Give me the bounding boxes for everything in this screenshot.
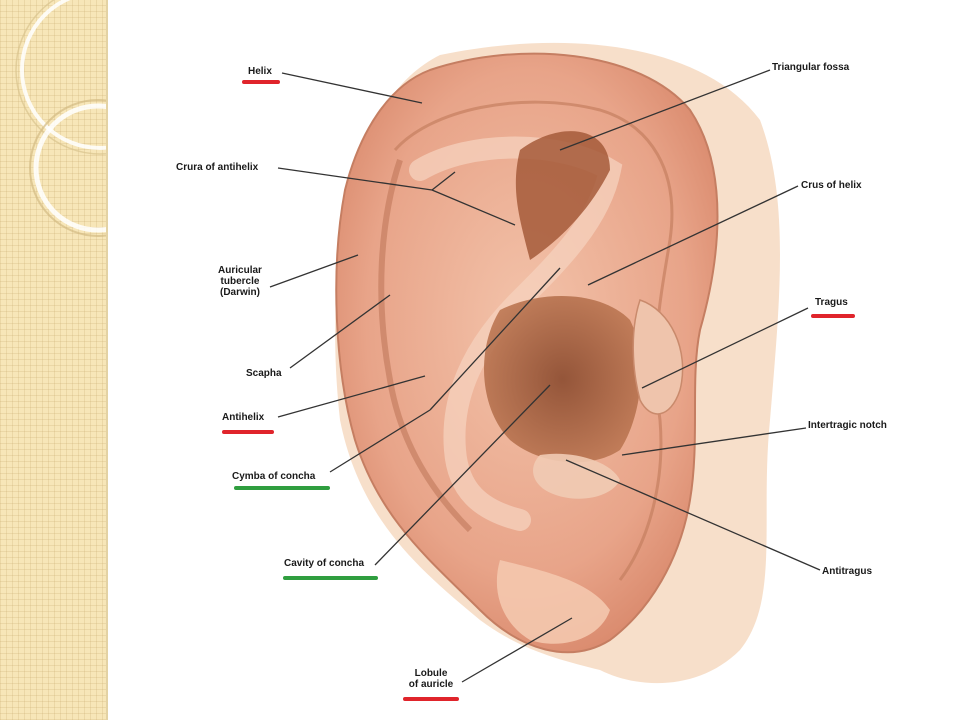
decorative-circles xyxy=(15,0,106,237)
underline-lobule-of-auricle xyxy=(403,697,459,701)
helix-rim xyxy=(393,100,674,581)
tragus-shape xyxy=(632,299,684,415)
antitragus-shape xyxy=(533,453,620,499)
underline-tragus xyxy=(811,314,855,318)
underline-antihelix xyxy=(222,430,274,434)
label-triangular-fossa: Triangular fossa xyxy=(772,62,850,73)
underline-helix xyxy=(242,80,280,84)
triangular-fossa xyxy=(515,131,610,260)
label-antitragus: Antitragus xyxy=(822,566,872,577)
label-cymba-of-concha: Cymba of concha xyxy=(232,471,316,482)
label-helix: Helix xyxy=(248,66,272,77)
underline-cymba-of-concha xyxy=(234,486,330,490)
label-antihelix: Antihelix xyxy=(222,412,265,423)
label-tragus: Tragus xyxy=(815,297,848,308)
label-scapha: Scapha xyxy=(246,368,282,379)
decorative-side-panel xyxy=(0,0,108,720)
concha xyxy=(483,296,641,463)
label-cavity-of-concha: Cavity of concha xyxy=(284,558,365,569)
label-crus-of-helix: Crus of helix xyxy=(801,180,862,191)
label-lobule-of-auricle: Lobule of auricle xyxy=(408,668,454,690)
lobule-shape xyxy=(496,560,610,644)
label-auricular-tubercle: Auricular tubercle (Darwin) xyxy=(218,265,262,298)
label-intertragic-notch: Intertragic notch xyxy=(808,420,887,431)
scapha-groove xyxy=(378,159,473,533)
leader-lines xyxy=(269,69,821,683)
underline-cavity-of-concha xyxy=(283,576,378,580)
label-crura-of-antihelix: Crura of antihelix xyxy=(176,162,259,173)
